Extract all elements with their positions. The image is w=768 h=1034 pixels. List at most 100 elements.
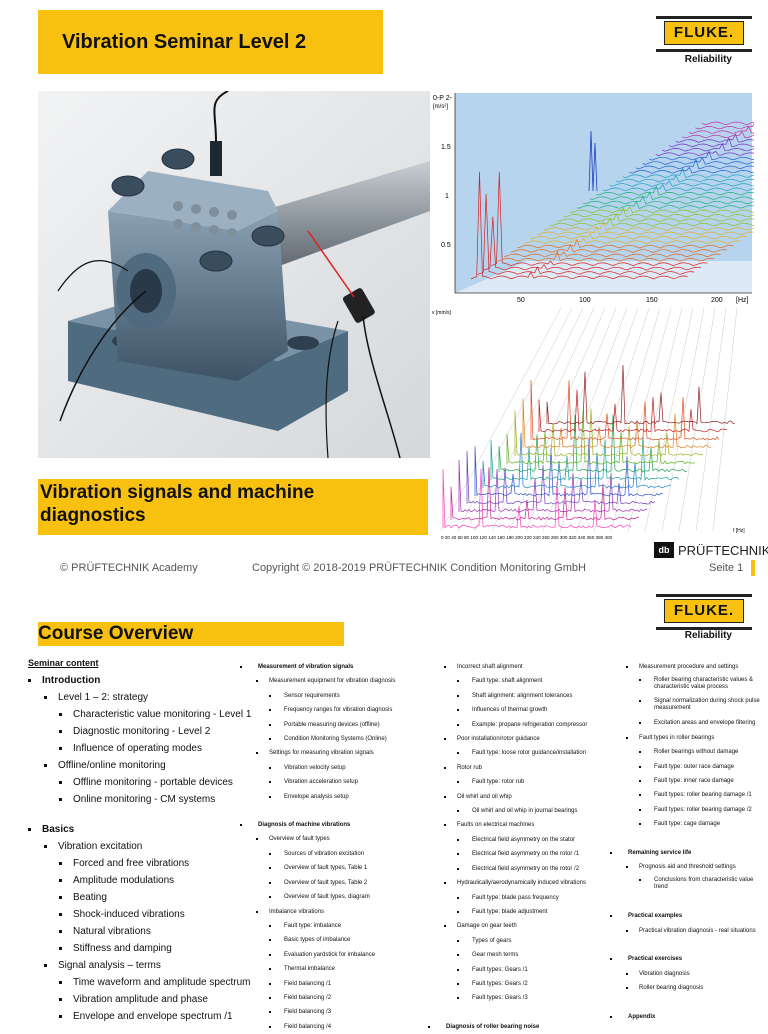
list-item-level-3: Fault type: shaft alignment: [426, 674, 596, 688]
list-item-level-3: Signal normalization during shock pulse …: [608, 695, 768, 716]
x-tick: 50: [517, 297, 525, 304]
list-item-level-2: Oil whirl and oil whip: [426, 790, 596, 804]
list-item-level-3: Fault types: roller bearing damage /2: [608, 803, 768, 817]
footer-page-number: Seite 1: [709, 562, 743, 574]
page-accent-bar: [751, 560, 755, 576]
list-item-level-2: Roller bearing diagnosis: [608, 981, 768, 995]
list-item-level-2: Hydraulically/aerodynamically induced vi…: [426, 876, 596, 890]
list-item-level-1: Remaining service life: [608, 846, 768, 860]
list-item-level-3: Influence of operating modes: [28, 740, 248, 757]
list-item-level-3: Roller bearing characteristic values & c…: [608, 674, 768, 695]
list-item-level-3: Online monitoring - CM systems: [28, 791, 248, 808]
list-item-level-2: Vibration excitation: [28, 838, 248, 855]
content-list: Incorrect shaft alignmentFault type: sha…: [426, 660, 596, 1034]
slide2-title-banner: Course Overview: [38, 622, 344, 646]
fluke-logo-slide2: FLUKE. Reliability: [656, 590, 752, 646]
slide1-title-banner: Vibration Seminar Level 2: [38, 10, 383, 74]
list-item-level-3: Field balancing /1: [238, 977, 408, 991]
list-spacer: [608, 996, 768, 1010]
list-item-level-2: Vibration diagnosis: [608, 967, 768, 981]
list-spacer: [426, 1006, 596, 1020]
list-item-level-2: Level 1 – 2: strategy: [28, 689, 248, 706]
list-item-level-3: Example: propane refrigeration compresso…: [426, 718, 596, 732]
list-item-level-1: Diagnosis of machine vibrations: [238, 818, 408, 832]
list-item-level-3: Fault types: Gears /2: [426, 977, 596, 991]
list-item-level-3: Influences of thermal growth: [426, 703, 596, 717]
list-item-level-2: Incorrect shaft alignment: [426, 660, 596, 674]
list-item-level-3: Shaft alignment: alignment tolerances: [426, 689, 596, 703]
fluke-wordmark: FLUKE.: [664, 599, 744, 623]
y-axis-label: 0-P 2-: [433, 95, 453, 102]
logo-rule: [656, 594, 752, 597]
subtitle-line: Vibration signals and machine: [40, 481, 314, 504]
footer-academy: © PRÜFTECHNIK Academy: [60, 562, 198, 574]
list-item-level-2: Fault types in roller bearings: [608, 731, 768, 745]
slide1-subtitle-banner: Vibration signals and machine diagnostic…: [38, 479, 428, 535]
subtitle-line: diagnostics: [40, 504, 314, 527]
y-tick: 1.5: [441, 144, 451, 151]
list-item-level-1: Measurement of vibration signals: [238, 660, 408, 674]
content-list: Measurement of vibration signalsMeasurem…: [238, 660, 408, 1034]
fluke-logo: FLUKE. Reliability: [656, 12, 752, 68]
waterfall-spectrum-chart-top: 0-P 2- [m/s²] 1.5 1 0.5 50 100 150 200 […: [431, 91, 754, 306]
list-item-level-1: Appendix: [608, 1010, 768, 1024]
list-item-level-3: Gear mesh terms: [426, 948, 596, 962]
list-spacer: [608, 895, 768, 909]
list-item-level-3: Fault type: cage damage: [608, 817, 768, 831]
list-spacer: [28, 808, 248, 821]
list-item-level-3: Fault types: roller bearing damage /1: [608, 788, 768, 802]
waterfall-plot-top: 0-P 2- [m/s²] 1.5 1 0.5 50 100 150 200 […: [431, 91, 754, 306]
slide1-title: Vibration Seminar Level 2: [62, 31, 306, 54]
list-item-level-3: Field balancing /4: [238, 1020, 408, 1034]
logo-rule: [656, 49, 752, 52]
list-item-level-3: Field balancing /3: [238, 1005, 408, 1019]
list-item-level-1: Practical examples: [608, 909, 768, 923]
x-tick: 100: [579, 297, 591, 304]
list-item-level-3: Vibration velocity setup: [238, 761, 408, 775]
list-item-level-2: Measurement equipment for vibration diag…: [238, 674, 408, 688]
list-item-level-3: Time waveform and amplitude spectrum: [28, 974, 248, 991]
fluke-tagline: Reliability: [685, 54, 732, 65]
list-item-level-1: Introduction: [28, 672, 248, 689]
slide2-title: Course Overview: [38, 622, 193, 646]
seminar-content-column-4: Measurement procedure and settingsRoller…: [608, 660, 768, 1024]
list-item-level-3: Excitation areas and envelope filtering: [608, 716, 768, 730]
content-list: IntroductionLevel 1 – 2: strategyCharact…: [28, 672, 248, 1025]
list-item-level-3: Evaluation yardstick for imbalance: [238, 948, 408, 962]
list-item-level-2: Overview of fault types: [238, 832, 408, 846]
list-item-level-3: Fault type: blade adjustment: [426, 905, 596, 919]
list-item-level-2: Offline/online monitoring: [28, 757, 248, 774]
bearing-housing-drawing: [38, 91, 430, 458]
list-item-level-3: Offline monitoring - portable devices: [28, 774, 248, 791]
list-item-level-3: Overview of fault types, diagram: [238, 890, 408, 904]
y-tick: 0.5: [441, 242, 451, 249]
list-item-level-3: Types of gears: [426, 934, 596, 948]
fluke-wordmark: FLUKE.: [664, 21, 744, 45]
list-item-level-3: Overview of fault types, Table 1: [238, 861, 408, 875]
list-item-level-3: Conclusions from characteristic value tr…: [608, 874, 768, 895]
list-item-level-3: Electrical field asymmetry on the stator: [426, 833, 596, 847]
list-item-level-3: Fault type: blade pass frequency: [426, 891, 596, 905]
x-axis-unit: f [Hz]: [733, 528, 745, 534]
list-item-level-3: Electrical field asymmetry on the rotor …: [426, 847, 596, 861]
list-item-level-3: Shock-induced vibrations: [28, 906, 248, 923]
waterfall-spectrum-chart-bottom: v [mm/s] 0 20 40 60 80 100 120 140 160 1…: [431, 306, 754, 546]
list-item-level-2: Imbalance vibrations: [238, 905, 408, 919]
y-tick: 1: [445, 193, 449, 200]
list-item-level-2: Measurement procedure and settings: [608, 660, 768, 674]
list-item-level-2: Settings for measuring vibration signals: [238, 746, 408, 760]
list-item-level-2: Prognosis aid and threshold settings: [608, 860, 768, 874]
x-axis-unit: [Hz]: [736, 297, 749, 304]
list-item-level-3: Oil whirl and oil whip in journal bearin…: [426, 804, 596, 818]
logo-rule: [656, 16, 752, 19]
list-item-level-3: Natural vibrations: [28, 923, 248, 940]
x-tick: 200: [711, 297, 723, 304]
list-item-level-1: Practical exercises: [608, 952, 768, 966]
list-item-level-3: Beating: [28, 889, 248, 906]
list-item-level-3: Amplitude modulations: [28, 872, 248, 889]
list-item-level-3: Fault type: rotor rub: [426, 775, 596, 789]
seminar-content-column-1: Seminar content IntroductionLevel 1 – 2:…: [28, 658, 248, 1025]
waterfall-plot-bottom: v [mm/s] 0 20 40 60 80 100 120 140 160 1…: [431, 306, 754, 546]
list-item-level-1: Basics: [28, 821, 248, 838]
fluke-tagline: Reliability: [685, 630, 732, 641]
